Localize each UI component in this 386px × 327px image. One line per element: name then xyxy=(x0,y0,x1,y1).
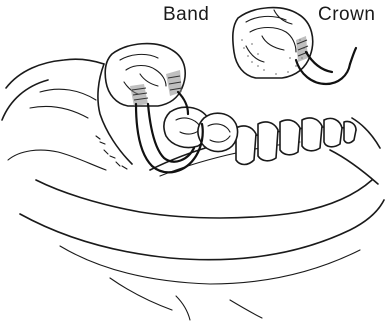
band-label: Band xyxy=(163,4,209,26)
lower-front-teeth xyxy=(236,118,356,165)
crown-label: Crown xyxy=(318,4,375,26)
